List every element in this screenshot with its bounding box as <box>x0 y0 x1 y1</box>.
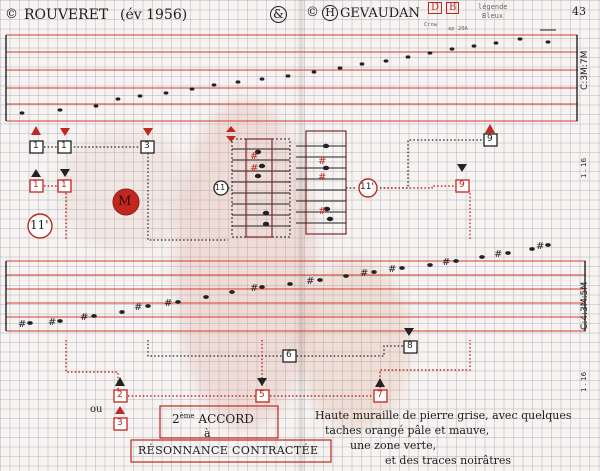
gevaudan-title: GEVAUDAN <box>340 6 420 21</box>
legend-sub: Bleux <box>482 12 504 20</box>
svg-text:#: # <box>164 298 172 309</box>
svg-text:#: # <box>250 283 258 294</box>
description-line-1: Haute muraille de pierre grise, avec que… <box>315 409 572 422</box>
box-label-1a: 1 <box>33 141 39 151</box>
svg-text:#: # <box>318 206 326 217</box>
box-label-3b: 3 <box>117 418 123 428</box>
red-boxes <box>29 179 470 431</box>
gevaudan-mark: © <box>306 5 319 20</box>
chord-staff-right <box>296 130 347 235</box>
svg-text:#: # <box>48 317 56 328</box>
box-label-6: 6 <box>286 350 292 360</box>
box-label-9: 9 <box>487 134 493 144</box>
description-line-3: une zone verte, <box>350 439 437 452</box>
stain-right <box>300 260 410 430</box>
circle-label-m: M <box>118 194 132 209</box>
black-paths <box>44 139 482 357</box>
box-label-1b: 1 <box>61 141 67 151</box>
resonance-box-border <box>130 439 332 463</box>
box-label-1c: 1 <box>33 180 39 190</box>
stain-center <box>175 100 315 430</box>
circle-11-prime <box>27 213 53 239</box>
accord-number: 2 <box>172 412 180 426</box>
box-label-2: 2 <box>117 390 123 400</box>
bottom-staff <box>6 260 586 332</box>
svg-text:#: # <box>536 241 544 252</box>
svg-text:#: # <box>318 172 326 183</box>
accord-box-border <box>159 405 279 439</box>
black-boxes <box>29 133 498 363</box>
page-number: 43 <box>572 5 586 18</box>
circled-h: H <box>322 5 338 21</box>
svg-text:#: # <box>388 264 396 275</box>
svg-text:#: # <box>318 156 326 167</box>
svg-text:#: # <box>360 268 368 279</box>
rouveret-title: ROUVERET <box>24 7 109 23</box>
box-label-7: 7 <box>377 390 383 400</box>
circle-11-center <box>213 180 229 196</box>
circle-11-right <box>358 178 378 198</box>
top-staff <box>6 34 578 122</box>
svg-text:#: # <box>442 257 450 268</box>
svg-text:#: # <box>134 302 142 313</box>
page-fold <box>297 0 305 471</box>
box-label-5: 5 <box>259 390 265 400</box>
description-line-4: et des traces noirâtres <box>385 454 512 467</box>
accord-suffix: ème <box>179 412 195 420</box>
legend-under-2: ap 20A <box>448 26 468 32</box>
svg-text:#: # <box>18 319 26 330</box>
chord-staff-left <box>231 138 291 238</box>
circle-label-11-right: 11' <box>360 182 374 192</box>
legend-title: légende <box>478 3 508 11</box>
svg-text:#: # <box>494 249 502 260</box>
box-label-1d: 1 <box>61 180 67 190</box>
svg-text:#: # <box>80 312 88 323</box>
ou-label: ou <box>90 404 103 415</box>
box-label-9b: 9 <box>459 180 465 190</box>
svg-text:#: # <box>250 163 258 174</box>
legend-d: D <box>428 2 443 14</box>
svg-text:#: # <box>250 151 258 162</box>
accord-a: à <box>204 427 211 440</box>
circle-m-filled <box>112 188 140 216</box>
bottom-staff-notes <box>27 243 551 325</box>
circle-label-11-center: 11 <box>215 183 226 192</box>
svg-text:#: # <box>306 276 314 287</box>
accord-text: 2ème ACCORD <box>172 412 254 426</box>
accord-word: ACCORD <box>198 412 254 426</box>
circle-label-11-prime: 11' <box>30 218 49 232</box>
box-label-8: 8 <box>407 341 413 351</box>
top-staff-notes <box>19 37 551 115</box>
year-label: (év 1956) <box>120 7 188 23</box>
rouveret-mark: © <box>5 7 18 22</box>
date-circle-left: & <box>270 6 287 23</box>
description-line-2: taches orangé pâle et mauve, <box>325 424 490 437</box>
legend-b: B <box>446 2 460 14</box>
resonance-text: RÉSONNANCE CONTRACTÉE <box>138 444 319 457</box>
box-label-3a: 3 <box>144 141 150 151</box>
legend-under-1: Crow <box>424 22 438 28</box>
triangles <box>31 124 495 414</box>
